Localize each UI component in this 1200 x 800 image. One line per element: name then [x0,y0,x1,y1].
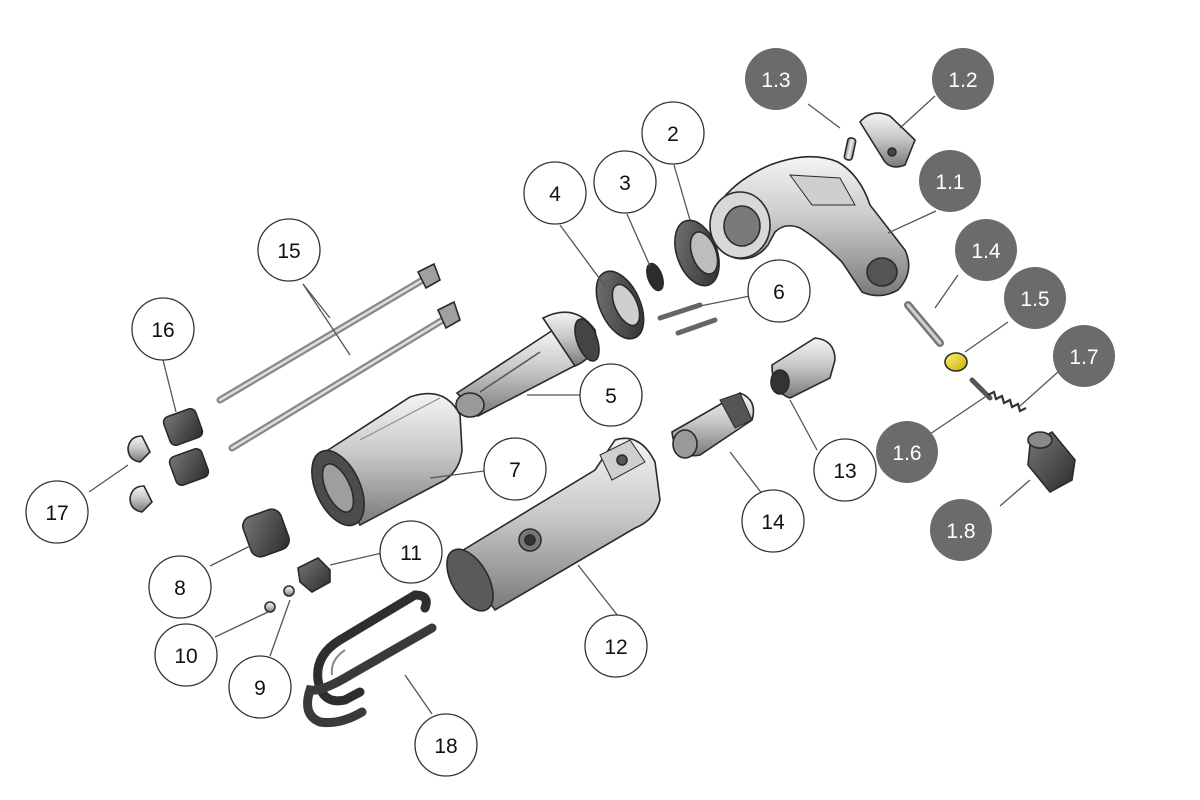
part-coil-springs [162,407,210,487]
parts-layer [127,112,1076,727]
svg-text:1.1: 1.1 [935,171,964,194]
part-dowel-pins [657,302,718,336]
callout-11: 11 [379,520,443,584]
svg-text:5: 5 [605,385,617,408]
part-small-ball [283,585,295,597]
svg-text:2: 2 [667,123,679,146]
part-loop-handle [303,590,437,727]
callout-8: 8 [148,555,212,619]
svg-text:7: 7 [509,459,521,482]
svg-text:15: 15 [277,240,300,263]
svg-text:13: 13 [833,460,856,483]
svg-text:8: 8 [174,577,186,600]
callout-1-4: 1.4 [955,219,1017,281]
callout-9: 9 [228,655,292,719]
part-end-plate [674,219,720,287]
callout-15: 15 [257,218,321,282]
svg-text:6: 6 [773,281,785,304]
part-valve-seal [944,352,968,372]
svg-text:11: 11 [400,542,422,565]
part-valve-stem [904,301,944,347]
part-o-ring [646,262,664,292]
svg-text:9: 9 [254,677,266,700]
part-rotor [455,311,600,418]
part-roller [242,508,290,558]
callout-18: 18 [414,713,478,777]
svg-text:16: 16 [151,319,174,342]
callout-4: 4 [523,161,587,225]
callout-14: 14 [741,489,805,553]
part-end-caps [127,435,153,513]
callout-2: 2 [641,101,705,165]
svg-text:1.5: 1.5 [1020,288,1049,311]
svg-text:18: 18 [434,735,457,758]
callout-13: 13 [813,438,877,502]
part-spindle [671,392,755,459]
svg-text:3: 3 [619,172,631,195]
callout-5: 5 [579,363,643,427]
callout-12: 12 [584,614,648,678]
callout-16: 16 [131,297,195,361]
callout-1-1: 1.1 [919,150,981,212]
callout-6: 6 [747,259,811,323]
svg-text:12: 12 [604,636,627,659]
part-trigger-pin [843,137,857,161]
svg-text:1.2: 1.2 [948,69,977,92]
callout-1-2: 1.2 [932,48,994,110]
callouts: 1.1 1.2 1.3 1.4 1.5 1.6 1.7 1.8 [25,48,1115,777]
part-set-screw [264,601,276,613]
part-bearing-plate [595,270,645,340]
part-housing [446,437,661,612]
part-tie-bolts [216,262,461,452]
callout-1-5: 1.5 [1004,267,1066,329]
callout-3: 3 [593,150,657,214]
part-drive-sleeve [770,337,836,399]
callout-7: 7 [483,437,547,501]
part-cylinder [311,392,463,527]
part-block [297,557,331,593]
part-handle-body [709,155,910,297]
svg-text:1.4: 1.4 [971,240,1001,263]
callout-10: 10 [154,623,218,687]
callout-1-7: 1.7 [1053,325,1115,387]
svg-text:1.8: 1.8 [946,520,975,543]
svg-text:1.7: 1.7 [1069,346,1098,369]
callout-1-8: 1.8 [930,499,992,561]
svg-text:10: 10 [174,645,197,668]
part-valve-spring [969,377,1027,413]
svg-text:4: 4 [549,183,561,206]
part-trigger-plate [859,112,916,168]
leader-lines [88,95,1059,715]
callout-17: 17 [25,480,89,544]
svg-text:17: 17 [45,502,68,525]
part-air-inlet [1027,430,1076,494]
callout-1-6: 1.6 [876,421,938,483]
svg-text:1.6: 1.6 [892,442,921,465]
svg-text:1.3: 1.3 [761,69,790,92]
callout-1-3: 1.3 [745,48,807,110]
svg-text:14: 14 [761,511,785,534]
